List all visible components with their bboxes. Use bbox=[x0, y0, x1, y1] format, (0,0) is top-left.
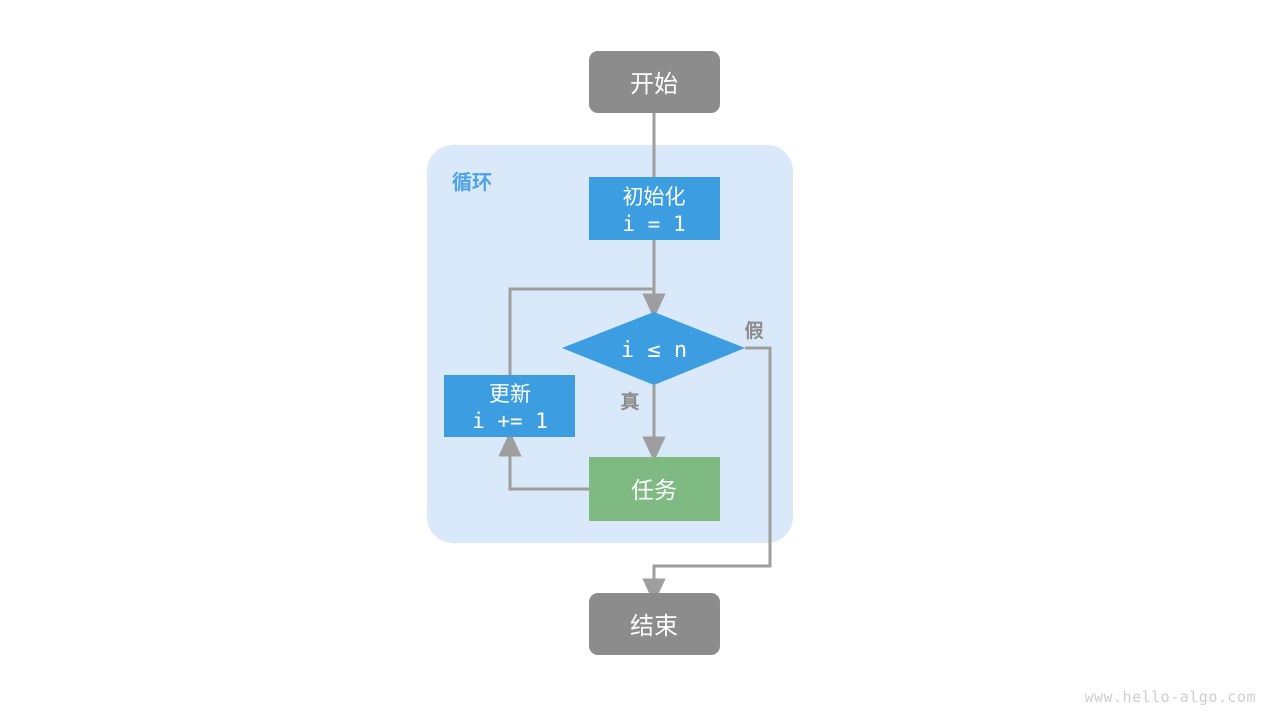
node-start[interactable]: 开始 bbox=[589, 51, 720, 113]
node-condition[interactable]: i ≤ n bbox=[562, 312, 745, 385]
node-init-label-line2: i = 1 bbox=[622, 212, 685, 236]
node-end-label: 结束 bbox=[630, 613, 678, 640]
node-start-label: 开始 bbox=[630, 71, 678, 98]
node-update[interactable]: 更新 i += 1 bbox=[444, 375, 575, 437]
loop-container-label: 循环 bbox=[452, 170, 492, 194]
node-init-label-line1: 初始化 bbox=[623, 186, 686, 209]
node-condition-label: i ≤ n bbox=[621, 338, 687, 363]
edge-task-to-update bbox=[498, 431, 589, 491]
edge-update-to-condition bbox=[508, 287, 654, 375]
node-end[interactable]: 结束 bbox=[589, 593, 720, 655]
node-init[interactable]: 初始化 i = 1 bbox=[589, 177, 720, 240]
node-update-label-line2: i += 1 bbox=[472, 409, 548, 433]
watermark: www.hello-algo.com bbox=[1084, 688, 1256, 706]
edge-label-false: 假 bbox=[744, 319, 763, 342]
node-update-label-line1: 更新 bbox=[489, 383, 531, 406]
node-task[interactable]: 任务 bbox=[589, 457, 720, 521]
edge-label-true: 真 bbox=[620, 390, 639, 413]
node-task-label: 任务 bbox=[631, 477, 677, 503]
edge-condition-false-to-end bbox=[642, 346, 772, 604]
